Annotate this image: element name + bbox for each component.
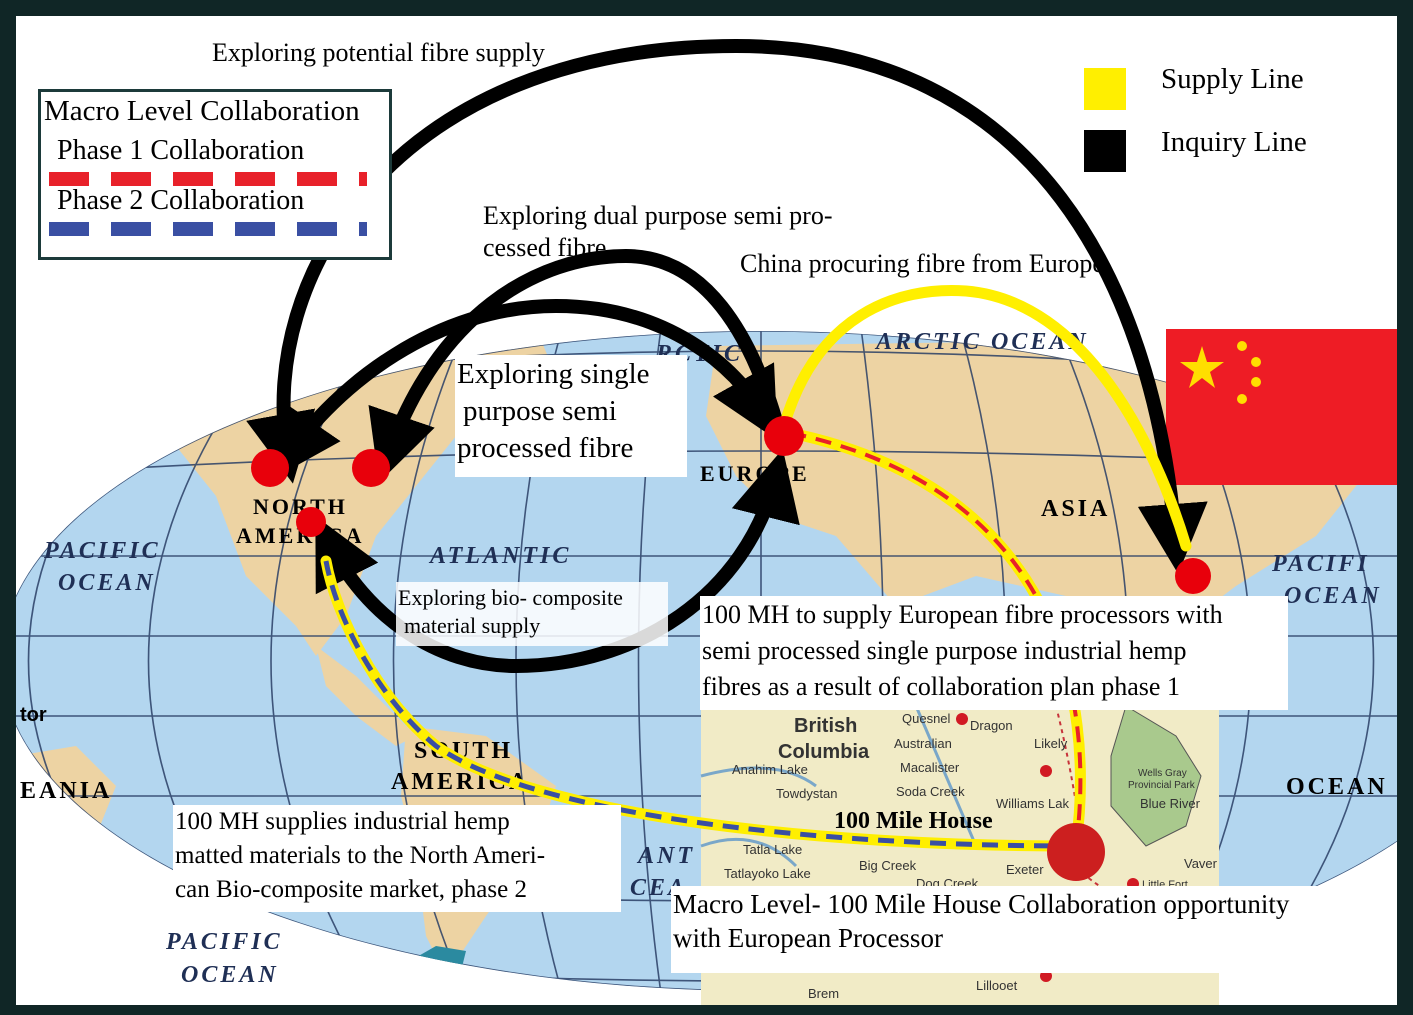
label-mh-europe-3: fibres as a result of collaboration plan… xyxy=(702,672,1180,701)
label-mh-na-2: matted materials to the North Ameri- xyxy=(175,842,546,869)
phase2-dashed-line xyxy=(323,560,1077,849)
map-label-ocean-right: OCEAN xyxy=(1286,774,1388,800)
label-bio-composite-box: Exploring bio- composite material supply xyxy=(396,582,668,646)
map-label-atlantic: ATLANTIC xyxy=(428,543,571,569)
label-single-purpose-1: Exploring single xyxy=(457,358,650,390)
map-label-pacific-left-1: PACIFIC xyxy=(43,538,161,564)
label-macro-1: Macro Level- 100 Mile House Collaboratio… xyxy=(673,889,1290,919)
inset-label-tatlayoko: Tatlayoko Lake xyxy=(724,866,811,881)
inset-label-wells-gray-2: Provincial Park xyxy=(1128,780,1196,791)
inquiry-line-label: Inquiry Line xyxy=(1161,126,1307,158)
inset-label-soda-creek: Soda Creek xyxy=(896,784,965,799)
nodes xyxy=(251,416,1211,881)
label-mh-europe-box: 100 MH to supply European fibre processo… xyxy=(700,596,1288,710)
inset-park-area xyxy=(1110,705,1202,847)
supply-line-china-europe xyxy=(778,284,1192,552)
inset-label-towdystan: Towdystan xyxy=(776,786,837,801)
inset-label-vavenby: Vaver xyxy=(1184,856,1218,871)
inquiry-lines xyxy=(246,38,1208,674)
collaboration-legend: Macro Level Collaboration Phase 1 Collab… xyxy=(38,89,392,260)
arrow-dual-purpose xyxy=(368,248,783,483)
label-fibre-supply: Exploring potential fibre supply xyxy=(212,38,545,67)
label-bio-composite-2: material supply xyxy=(404,613,541,638)
central-america-landmass xyxy=(316,646,416,746)
inset-label-macalister: Macalister xyxy=(900,760,960,775)
map-label-pacific-right-2: OCEAN xyxy=(1284,583,1382,609)
inset-label-wells-gray-1: Wells Gray xyxy=(1138,768,1187,779)
phase1-swatch xyxy=(49,172,367,186)
inset-label-lillooet: Lillooet xyxy=(976,978,1018,993)
node-100-mile-house xyxy=(1047,823,1105,881)
map-label-europe: EUROPE xyxy=(700,461,810,486)
map-label-asia: ASIA xyxy=(1041,496,1110,522)
map-label-oceania: EANIA xyxy=(20,778,112,804)
inset-label-williams-lake: Williams Lak xyxy=(996,796,1069,811)
collab-legend-phase2: Phase 2 Collaboration xyxy=(57,185,305,216)
inset-label-columbia: Columbia xyxy=(778,741,870,763)
arrow-fibre-supply xyxy=(246,38,1208,574)
flag-large-star xyxy=(1180,346,1224,388)
label-bio-composite-1: Exploring bio- composite xyxy=(398,585,623,610)
label-mh-na-box: 100 MH supplies industrial hemp matted m… xyxy=(173,805,621,912)
label-macro-2: with European Processor xyxy=(673,923,943,953)
supply-line-swatch xyxy=(1084,68,1126,110)
label-macro-box: Macro Level- 100 Mile House Collaboratio… xyxy=(671,886,1363,973)
inset-label-exeter: Exeter xyxy=(1006,862,1044,877)
map-label-pacific-right-1: PACIFI xyxy=(1271,551,1370,577)
map-label-pacific-bottom-1: PACIFIC xyxy=(165,929,283,955)
label-single-purpose-2: purpose semi xyxy=(463,395,617,427)
map-label-pacific-left-2: OCEAN xyxy=(58,570,156,596)
inset-label-british: British xyxy=(794,715,857,737)
inset-label-australian: Australian xyxy=(894,736,952,751)
label-dual-purpose-2: cessed fibre xyxy=(483,233,607,262)
node-north-america-south xyxy=(296,507,326,537)
inset-label-100-mile-house: 100 Mile House xyxy=(834,808,993,834)
label-single-purpose-3: processed fibre xyxy=(457,432,634,464)
collab-legend-title: Macro Level Collaboration xyxy=(44,95,360,127)
island-shape xyxy=(401,946,466,991)
phase2-swatch xyxy=(49,222,367,236)
inset-label-anahim: Anahim Lake xyxy=(732,762,808,777)
map-label-pacific-bottom-2: OCEAN xyxy=(181,962,279,988)
node-china xyxy=(1175,558,1211,594)
inset-label-tatla: Tatla Lake xyxy=(743,842,802,857)
label-mh-europe-1: 100 MH to supply European fibre processo… xyxy=(702,600,1223,629)
supply-line-label: Supply Line xyxy=(1161,63,1304,95)
label-single-purpose-box: Exploring single purpose semi processed … xyxy=(455,355,687,477)
inset-label-brem: Brem xyxy=(808,986,839,1001)
node-north-america-east xyxy=(352,449,390,487)
label-mh-europe-2: semi processed single purpose industrial… xyxy=(702,636,1187,665)
label-china-europe: China procuring fibre from Europe xyxy=(740,249,1104,278)
map-label-equator: tor xyxy=(20,704,47,726)
node-north-america-west xyxy=(251,449,289,487)
node-europe xyxy=(764,416,804,456)
map-label-atlantic-bottom-1: ANT xyxy=(636,843,695,869)
label-mh-na-1: 100 MH supplies industrial hemp xyxy=(175,808,510,835)
arrow-single-purpose xyxy=(272,298,778,480)
map-label-arctic: ARCTIC OCEAN xyxy=(874,329,1089,355)
china-flag xyxy=(1166,329,1397,485)
inset-label-quesnel: Quesnel xyxy=(902,711,951,726)
inquiry-line-swatch xyxy=(1084,130,1126,172)
inset-label-dragon: Dragon xyxy=(970,718,1013,733)
arrow-bio-composite xyxy=(315,448,800,674)
inset-label-likely: Likely xyxy=(1034,736,1068,751)
inset-label-blue-river: Blue River xyxy=(1140,796,1201,811)
label-mh-na-3: can Bio-composite market, phase 2 xyxy=(175,876,527,903)
inset-label-big-creek: Big Creek xyxy=(859,858,917,873)
collab-legend-phase1: Phase 1 Collaboration xyxy=(57,135,305,166)
label-dual-purpose-1: Exploring dual purpose semi pro- xyxy=(483,201,833,230)
